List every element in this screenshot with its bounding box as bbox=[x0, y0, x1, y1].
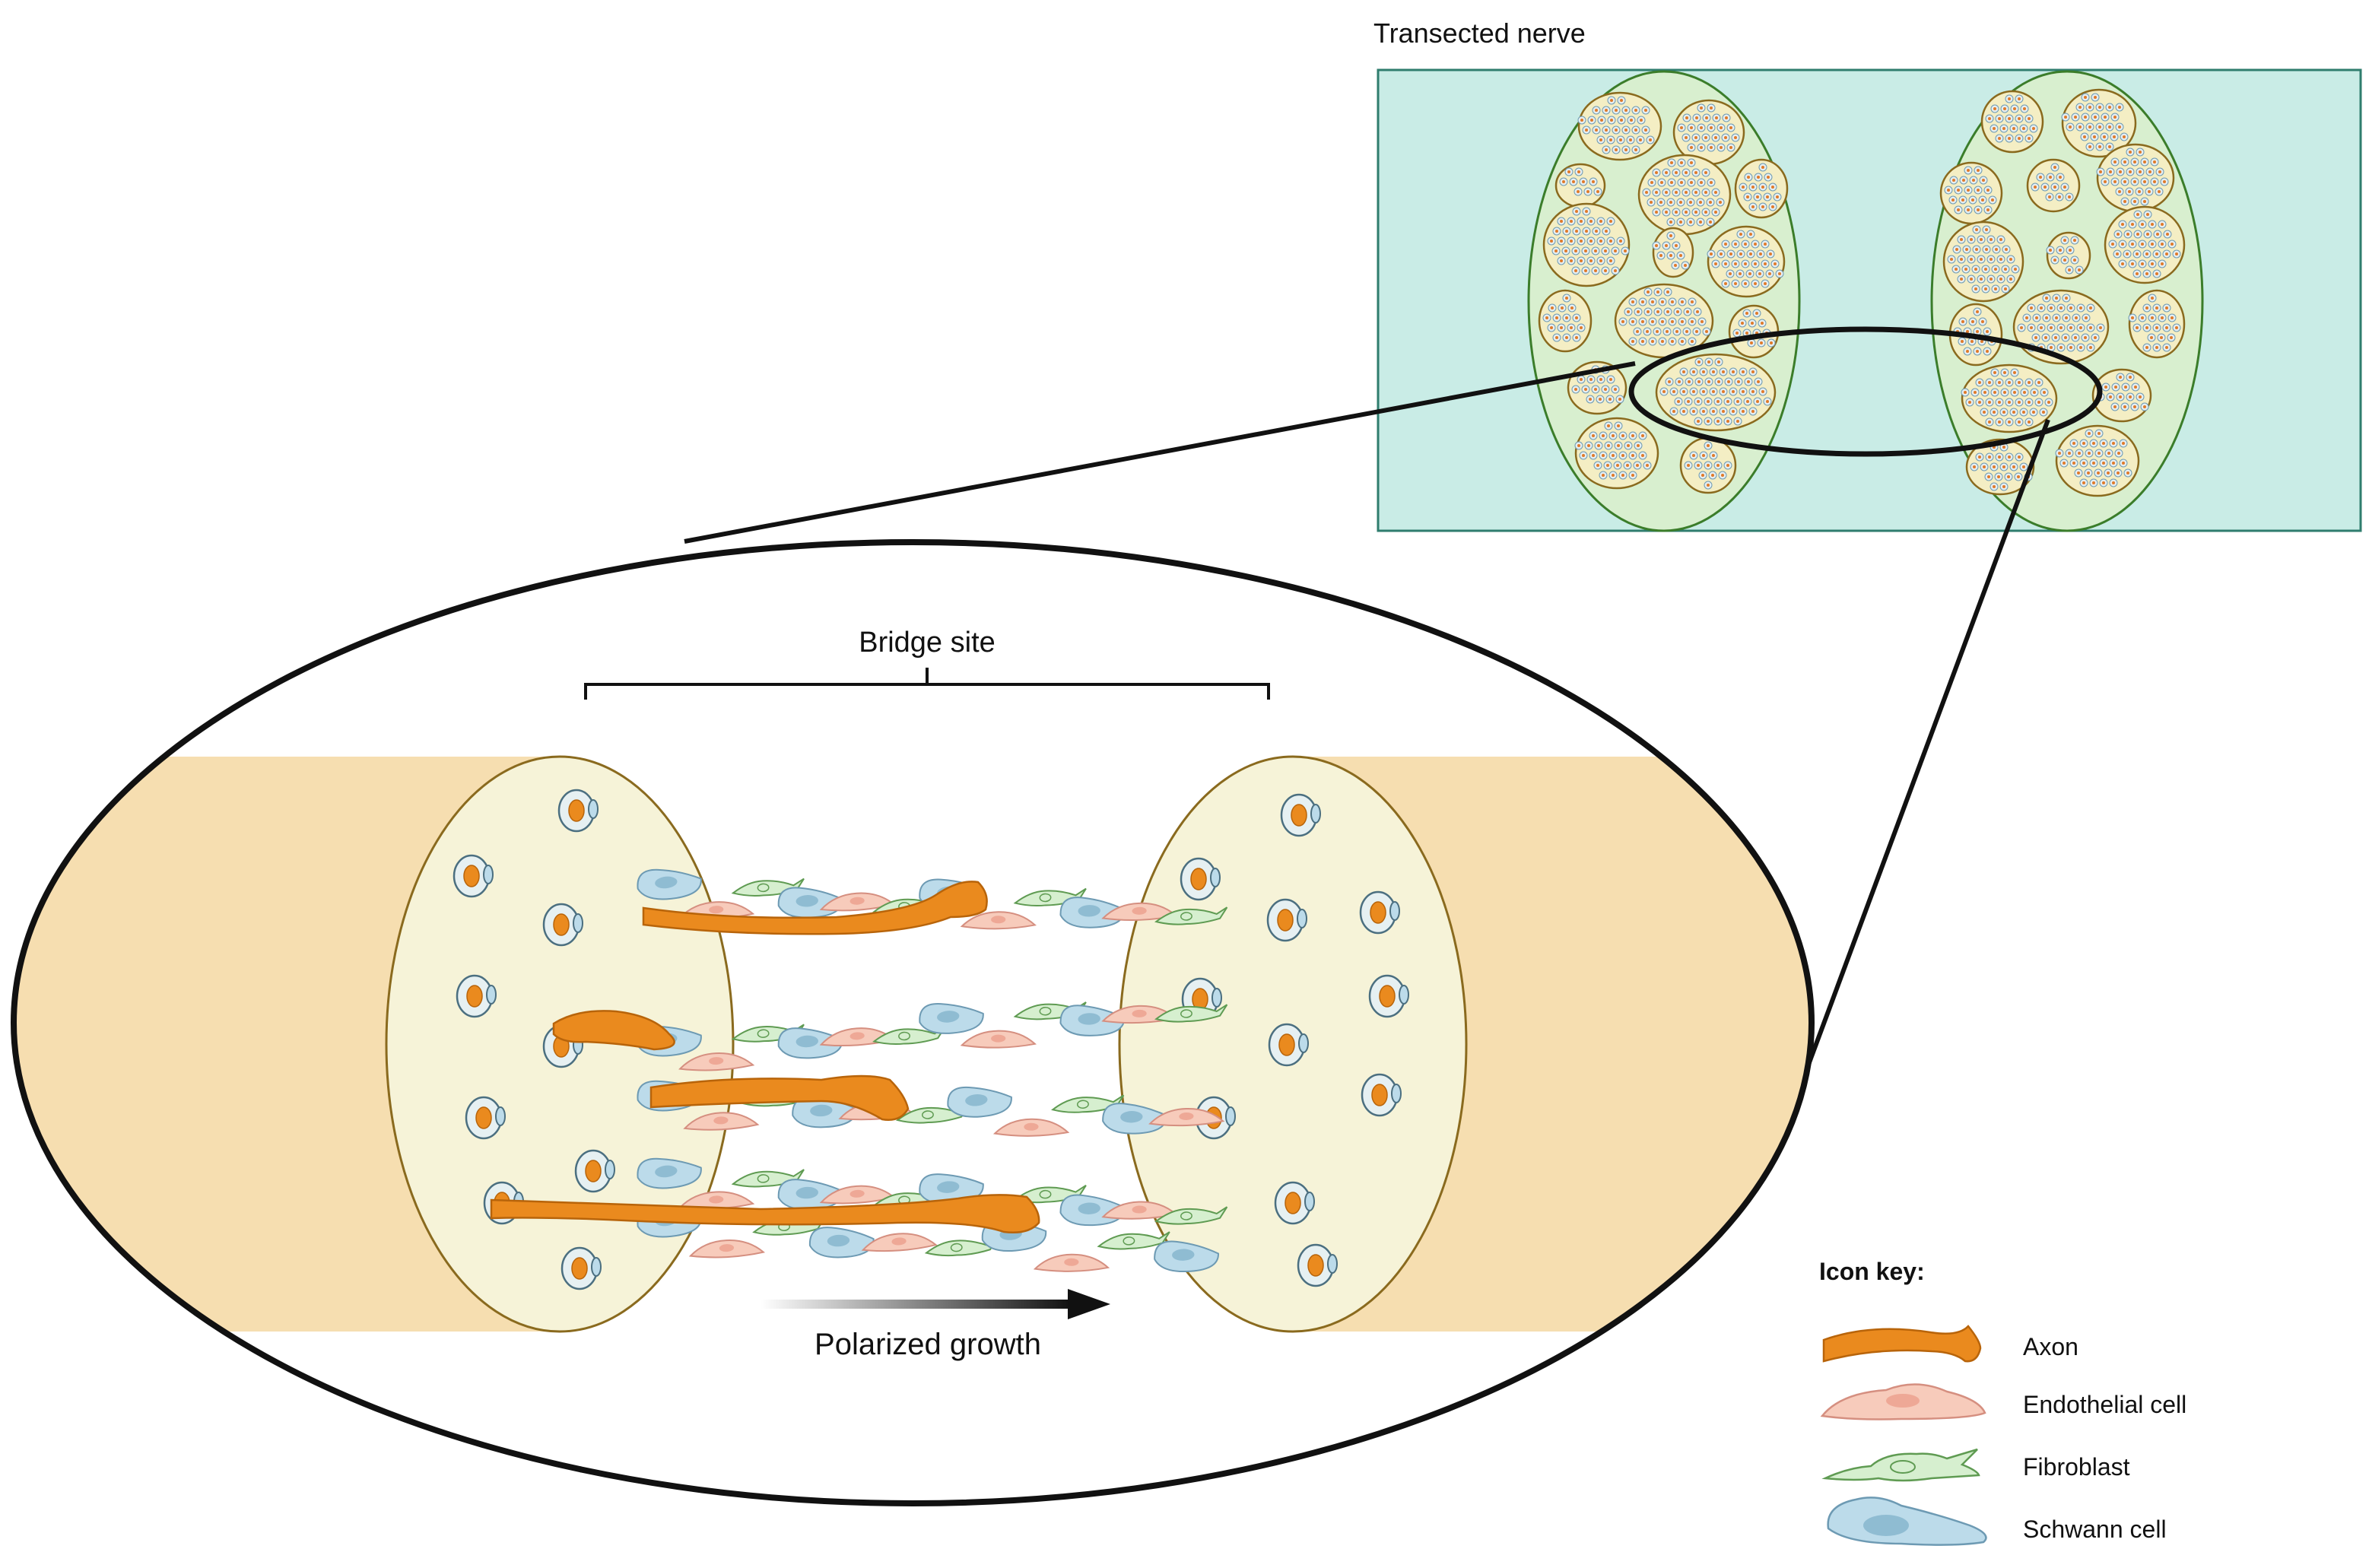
axon-cross-section bbox=[1280, 793, 1321, 837]
schwann-cell bbox=[1102, 1103, 1167, 1135]
fascicle bbox=[1652, 227, 1694, 278]
zoom-ring bbox=[1628, 326, 2103, 457]
schwann-cell bbox=[947, 1086, 1012, 1118]
regenerating-axon bbox=[490, 1194, 1040, 1233]
endothelial-cell bbox=[960, 911, 1037, 930]
fascicle bbox=[1538, 289, 1593, 353]
endothelial-cell bbox=[683, 1112, 760, 1131]
fascicle bbox=[1577, 91, 1662, 161]
magnified-view: Bridge site Polarized growth bbox=[11, 539, 1815, 1506]
fascicle bbox=[1707, 225, 1786, 298]
zoom-line-left bbox=[684, 361, 1636, 544]
schwann-cell bbox=[1154, 1240, 1219, 1272]
axon-cross-section bbox=[1361, 1073, 1402, 1117]
endothelial-cell bbox=[688, 1239, 765, 1259]
fibroblast-cell bbox=[1154, 1206, 1228, 1225]
fibroblast-cell bbox=[1154, 906, 1228, 925]
fascicle bbox=[1542, 202, 1631, 287]
icon-key-legend: Icon key: Axon Endothelial cell Fibrobla… bbox=[1819, 1258, 2186, 1546]
fascicle bbox=[1574, 417, 1659, 490]
polarized-growth-arrow bbox=[761, 1289, 1110, 1319]
legend-label-endothelial-cell: Endothelial cell bbox=[2023, 1391, 2186, 1418]
nerve-box bbox=[1377, 68, 2362, 532]
axon-cross-section bbox=[560, 1246, 602, 1290]
schwann-cell bbox=[808, 1227, 875, 1259]
fascicle bbox=[1614, 283, 1714, 359]
schwann-cell bbox=[637, 868, 702, 900]
axon-cross-section bbox=[1268, 1023, 1309, 1067]
axon-cross-section bbox=[542, 903, 583, 947]
fascicle bbox=[1942, 221, 2024, 303]
axon-cross-section bbox=[1274, 1181, 1315, 1225]
fascicle bbox=[1679, 436, 1737, 494]
axon-cross-section bbox=[465, 1096, 506, 1140]
schwann-cell bbox=[919, 1003, 984, 1034]
axon-cross-section bbox=[1368, 974, 1409, 1018]
axon-icon bbox=[1822, 1325, 1982, 1363]
endothelial-cell bbox=[678, 1052, 755, 1071]
regenerating-axon bbox=[552, 1010, 675, 1051]
endothelial-cell bbox=[1148, 1108, 1225, 1127]
axon-cross-section bbox=[1266, 898, 1307, 942]
fascicle bbox=[1655, 353, 1777, 432]
bridge-cell-cords bbox=[490, 868, 1228, 1272]
polarized-growth-label: Polarized growth bbox=[815, 1328, 1041, 1361]
endothelial-cell bbox=[960, 1030, 1037, 1049]
endothelial-cell-icon bbox=[1820, 1383, 1986, 1420]
transected-nerve-label: Transected nerve bbox=[1373, 17, 1586, 49]
fascicle bbox=[1965, 438, 2035, 496]
axon-cross-section bbox=[1297, 1243, 1338, 1287]
endothelial-cell bbox=[992, 1118, 1070, 1137]
regenerating-axon bbox=[642, 881, 988, 935]
fascicle bbox=[1961, 363, 2058, 433]
endothelial-cell bbox=[1101, 902, 1178, 921]
fibroblast-cell bbox=[1097, 1231, 1170, 1250]
fascicle bbox=[2104, 205, 2186, 284]
legend-label-fibroblast: Fibroblast bbox=[2023, 1453, 2130, 1481]
transected-nerve-panel: Transected nerve bbox=[1373, 17, 2362, 532]
fascicle bbox=[1672, 99, 1745, 166]
regenerating-axon bbox=[649, 1074, 910, 1121]
fibroblast-icon bbox=[1821, 1448, 1980, 1482]
bridge-site-label: Bridge site bbox=[859, 627, 996, 659]
schwann-cell bbox=[777, 1027, 843, 1059]
axon-cross-section bbox=[1180, 857, 1221, 901]
axon-cross-section bbox=[574, 1149, 615, 1193]
zoom-line-right bbox=[1806, 418, 2050, 1066]
fibroblast-cell bbox=[1154, 1004, 1228, 1023]
fascicle bbox=[1980, 90, 2044, 154]
fascicle bbox=[1734, 158, 1789, 219]
magnified-outline bbox=[11, 539, 1815, 1506]
fascicle bbox=[2061, 88, 2137, 158]
legend-title: Icon key: bbox=[1819, 1258, 1925, 1285]
fascicle bbox=[2046, 231, 2091, 280]
schwann-cell bbox=[637, 1157, 702, 1189]
axon-cross-section bbox=[456, 974, 497, 1018]
legend-label-axon: Axon bbox=[2023, 1333, 2078, 1360]
endothelial-cell bbox=[1033, 1253, 1110, 1272]
legend-label-schwann-cell: Schwann cell bbox=[2023, 1516, 2167, 1543]
fascicle bbox=[2096, 143, 2175, 213]
fascicle bbox=[2012, 289, 2110, 365]
axon-cross-section bbox=[453, 854, 494, 898]
fascicle bbox=[1554, 163, 1606, 208]
fascicle bbox=[2128, 289, 2186, 359]
schwann-cell-icon bbox=[1827, 1497, 1987, 1546]
fascicle bbox=[1637, 154, 1732, 236]
fascicle bbox=[1939, 161, 2003, 225]
fascicle bbox=[2055, 424, 2140, 497]
axon-cross-section bbox=[1359, 890, 1400, 935]
fascicle bbox=[2026, 158, 2081, 213]
fascicle bbox=[1728, 304, 1780, 359]
axon-cross-section bbox=[557, 789, 599, 833]
endothelial-cell bbox=[861, 1233, 938, 1252]
bridge-site-bracket bbox=[584, 668, 1270, 700]
